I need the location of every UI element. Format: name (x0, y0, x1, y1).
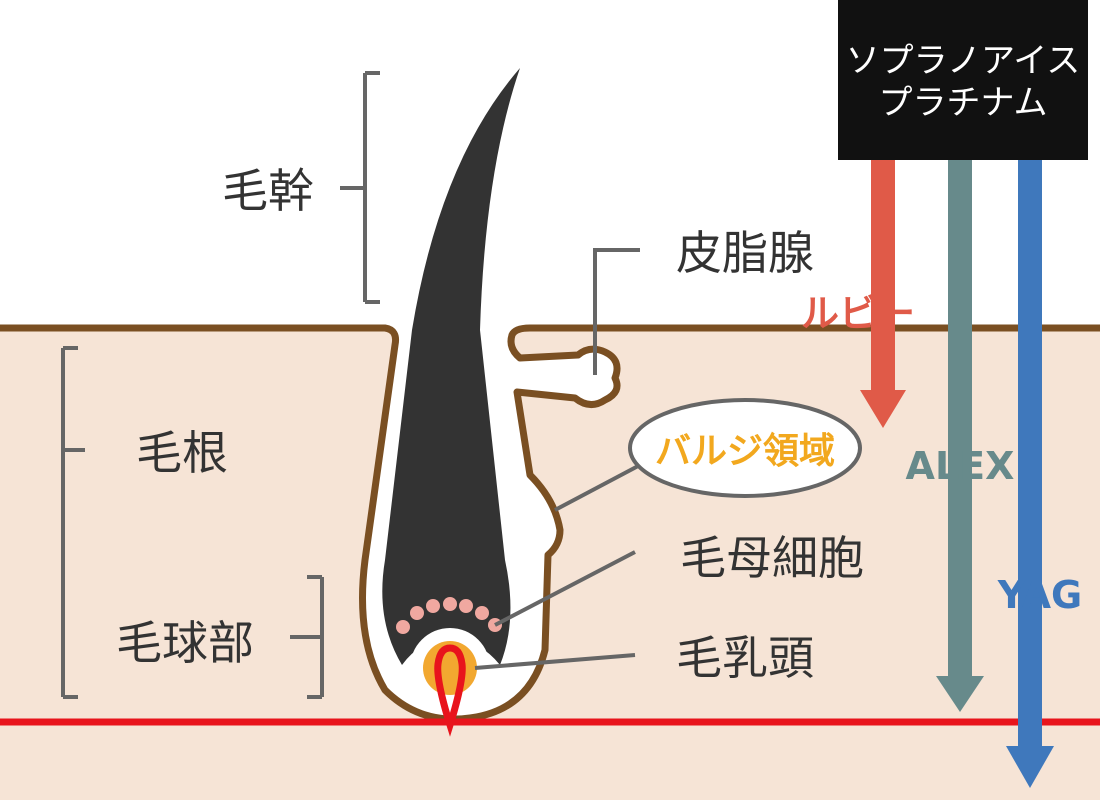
label-hair-matrix-cells: 毛母細胞 (680, 531, 864, 585)
hair (382, 68, 520, 665)
device-name-line1: ソプラノアイス (845, 41, 1081, 81)
hair-follicle (0, 324, 1100, 723)
label-yag: YAG (997, 573, 1083, 617)
ruby-arrow (860, 160, 906, 428)
label-sebaceous-gland: 皮脂腺 (676, 226, 814, 280)
label-hair-bulb: 毛球部 (116, 616, 254, 670)
label-dermal-papilla: 毛乳頭 (676, 631, 814, 685)
alex-arrow (936, 160, 984, 712)
device-name-line2: プラチナム (878, 83, 1048, 123)
label-alex: ALEX (905, 444, 1015, 488)
label-bulge-region: バルジ領域 (654, 431, 836, 472)
bulge-ellipse (628, 398, 862, 498)
label-hair-root: 毛根 (136, 426, 228, 480)
papilla-vessel (434, 644, 466, 737)
yag-arrow (1006, 160, 1054, 788)
label-hair-shaft: 毛幹 (222, 164, 314, 218)
device-label-box: ソプラノアイス プラチナム (838, 0, 1088, 160)
label-ruby: ルビー (800, 291, 916, 336)
